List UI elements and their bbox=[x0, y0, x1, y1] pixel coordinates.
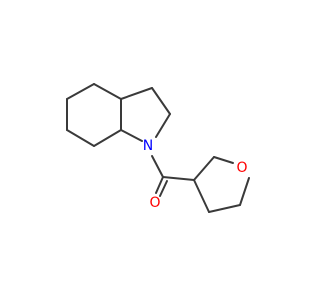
pyrrolidine-ring bbox=[120, 87, 171, 142]
atom-n1: N bbox=[143, 138, 153, 154]
bond-carbonyl-double-2 bbox=[159, 180, 168, 197]
bond-thf-o-c5 bbox=[239, 177, 250, 206]
bond-c2-n1 bbox=[155, 113, 171, 138]
bond-c6-c7 bbox=[66, 129, 95, 147]
atom-o-ring: O bbox=[236, 160, 247, 176]
bond-c3a-c3 bbox=[120, 87, 153, 100]
carbonyl-oxygen-label: O bbox=[149, 195, 160, 211]
tetrahydrofuran-ring bbox=[193, 156, 250, 213]
bond-n1-carbonyl-c bbox=[151, 155, 164, 178]
ring-oxygen-label: O bbox=[236, 160, 247, 176]
bond-n1-c7a bbox=[120, 129, 143, 142]
bond-thf-c2-o bbox=[213, 156, 234, 164]
bond-c4-c5 bbox=[66, 83, 95, 100]
amide-linkage bbox=[151, 155, 195, 197]
bond-c7-c7a bbox=[93, 129, 122, 147]
molecule-structure-diagram: N O O bbox=[66, 83, 250, 213]
bond-thf-c5-c4 bbox=[208, 204, 241, 213]
bond-thf-c3-c2 bbox=[193, 156, 215, 181]
atom-o-carbonyl: O bbox=[149, 195, 160, 211]
bond-c3a-c4 bbox=[93, 83, 122, 100]
cyclohexane-ring bbox=[66, 83, 122, 147]
nitrogen-label: N bbox=[143, 138, 153, 154]
bond-carbonyl-double-1 bbox=[155, 176, 164, 194]
bond-carbonyl-c-c3 bbox=[162, 176, 195, 181]
bond-c3-c2 bbox=[151, 87, 171, 115]
bond-thf-c4-c3 bbox=[193, 179, 210, 213]
